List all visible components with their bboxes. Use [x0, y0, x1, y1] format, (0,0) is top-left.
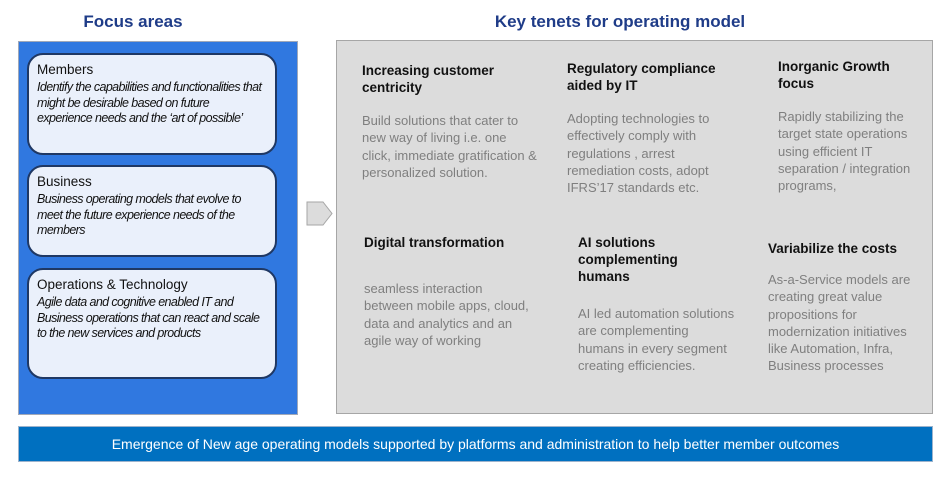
tenet-regulatory-compliance: Regulatory compliance aided by IT Adopti… [567, 60, 737, 195]
focus-areas-heading: Focus areas [83, 12, 183, 31]
focus-areas-panel: Members Identify the capabilities and fu… [18, 41, 298, 415]
tenet-ai-solutions: AI solutions complementing humans AI led… [578, 234, 734, 373]
card-title: Members [37, 62, 94, 77]
card-title: Business [37, 174, 92, 189]
tenet-body: Adopting technologies to effectively com… [567, 111, 710, 196]
tenet-body: Rapidly stabilizing the target state ope… [778, 109, 911, 194]
tenet-title: Digital transformation [364, 235, 505, 250]
tenet-variabilize-costs: Variabilize the costs As-a-Service model… [768, 240, 938, 373]
tenet-body: Build solutions that cater to new way of… [362, 113, 537, 180]
arrow-right-icon [306, 201, 333, 226]
outcome-banner: Emergence of New age operating models su… [18, 426, 933, 462]
card-description: Identify the capabilities and functional… [37, 80, 262, 125]
tenet-customer-centricity: Increasing customer centricity Build sol… [362, 62, 537, 180]
tenet-title: Increasing customer centricity [362, 63, 495, 95]
focus-card-members: Members Identify the capabilities and fu… [27, 53, 277, 155]
tenet-title: AI solutions complementing humans [578, 235, 678, 284]
tenet-body: AI led automation solutions are compleme… [578, 306, 735, 373]
tenet-title: Regulatory compliance aided by IT [567, 61, 716, 93]
tenet-title: Inorganic Growth focus [778, 59, 890, 91]
tenet-title: Variabilize the costs [768, 241, 898, 256]
card-description: Business operating models that evolve to… [37, 192, 242, 237]
tenet-inorganic-growth: Inorganic Growth focus Rapidly stabilizi… [778, 58, 918, 193]
tenet-body: As-a-Service models are creating great v… [768, 272, 911, 374]
tenet-body: seamless interaction between mobile apps… [364, 281, 529, 348]
card-description: Agile data and cognitive enabled IT and … [37, 295, 260, 340]
tenet-digital-transformation: Digital transformation seamless interact… [364, 234, 534, 348]
focus-card-operations-technology: Operations & Technology Agile data and c… [27, 268, 277, 379]
key-tenets-panel: Increasing customer centricity Build sol… [336, 40, 933, 414]
key-tenets-heading: Key tenets for operating model [494, 12, 746, 31]
card-title: Operations & Technology [37, 277, 188, 292]
focus-card-business: Business Business operating models that … [27, 165, 277, 257]
